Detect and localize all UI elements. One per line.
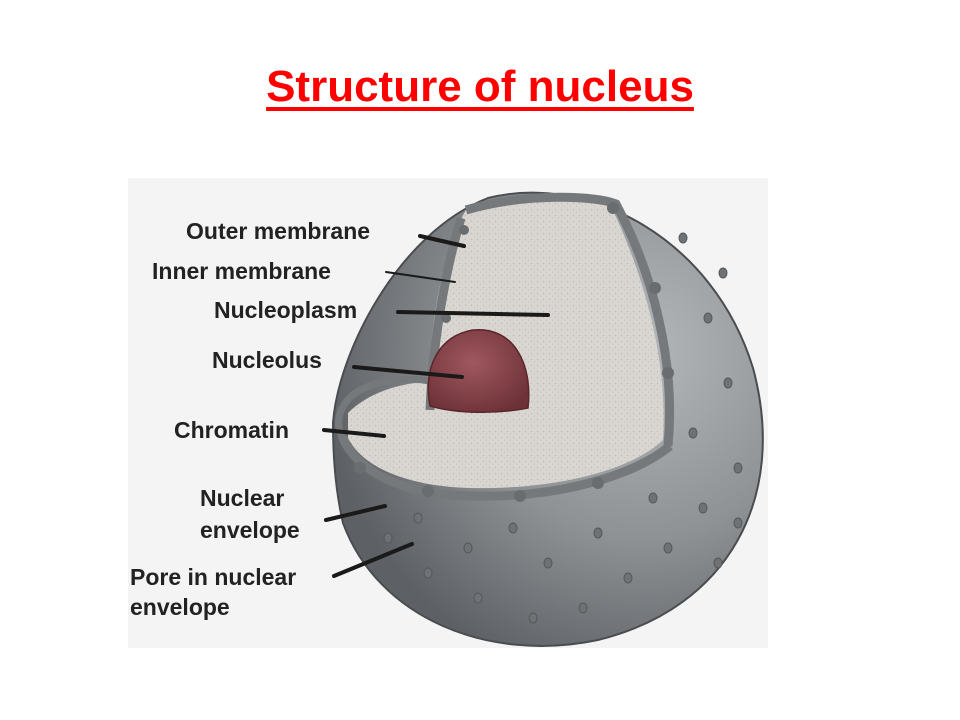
leader-nuclear-envelope (324, 504, 387, 522)
leader-chromatin (322, 428, 386, 438)
label-nuclear-envelope-line1: Nuclear (200, 485, 284, 511)
nucleolus-body (427, 329, 530, 413)
label-nucleolus: Nucleolus (212, 347, 322, 373)
nucleus-diagram: Outer membrane Inner membrane Nucleoplas… (128, 178, 768, 648)
label-pore-line2: envelope (130, 594, 230, 620)
envelope-rim-horizontal (337, 434, 673, 501)
leader-nucleolus (352, 365, 464, 379)
label-nucleoplasm: Nucleoplasm (214, 297, 357, 323)
label-inner-membrane: Inner membrane (152, 258, 331, 284)
leader-pore (332, 542, 414, 578)
label-pore-line1: Pore in nuclear (130, 564, 296, 590)
rim-pores (354, 202, 674, 502)
leader-nucleoplasm (396, 310, 550, 317)
leader-inner-membrane (385, 271, 456, 283)
label-outer-membrane: Outer membrane (186, 218, 370, 244)
label-nuclear-envelope-line2: envelope (200, 517, 300, 543)
surface-pores (383, 232, 743, 624)
label-chromatin: Chromatin (174, 417, 289, 443)
slide-title: Structure of nucleus (266, 62, 694, 111)
envelope-rim-front (335, 375, 436, 438)
nucleus-illustration: Outer membrane Inner membrane Nucleoplas… (128, 178, 768, 648)
leader-outer-membrane (418, 234, 466, 248)
leader-lines (322, 234, 550, 578)
